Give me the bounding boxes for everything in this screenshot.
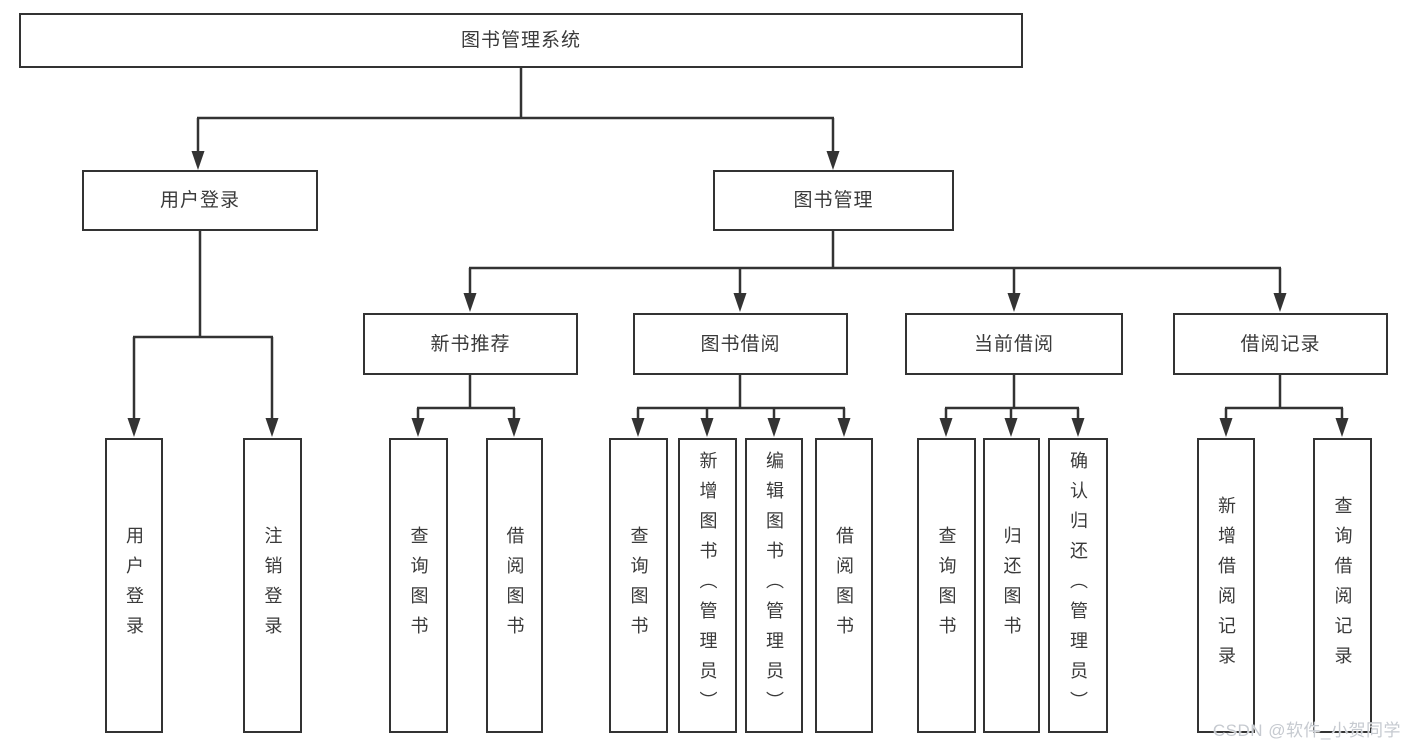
- leaf-br-query-record-label: 查询借阅记录: [1332, 495, 1353, 676]
- leaf-nb-query-books: 查询图书: [389, 438, 448, 733]
- node-user-login: 用户登录: [82, 170, 318, 231]
- leaf-cb-confirm-return-admin: 确认归还（管理员）: [1048, 438, 1108, 733]
- node-book-management-label: 图书管理: [793, 190, 874, 211]
- leaf-logout: 注销登录: [243, 438, 302, 733]
- node-book-management: 图书管理: [713, 170, 954, 231]
- node-borrowing-records-label: 借阅记录: [1240, 333, 1321, 355]
- node-root-label: 图书管理系统: [460, 30, 581, 51]
- leaf-bb-query-books-label: 查询图书: [628, 525, 649, 646]
- node-user-login-label: 用户登录: [159, 190, 240, 211]
- leaf-br-add-record: 新增借阅记录: [1197, 438, 1255, 733]
- node-current-borrowing-label: 当前借阅: [973, 333, 1054, 355]
- node-borrowing-records: 借阅记录: [1173, 313, 1388, 375]
- leaf-user-login: 用户登录: [105, 438, 163, 733]
- leaf-bb-borrow-books-label: 借阅图书: [834, 525, 854, 646]
- leaf-nb-borrow-books: 借阅图书: [486, 438, 543, 733]
- leaf-cb-query-books: 查询图书: [917, 438, 976, 733]
- leaf-br-query-record: 查询借阅记录: [1313, 438, 1372, 733]
- leaf-cb-confirm-return-admin-label: 确认归还（管理员）: [1068, 450, 1088, 721]
- node-root-system: 图书管理系统: [19, 13, 1023, 68]
- leaf-cb-return-books-label: 归还图书: [1001, 525, 1022, 646]
- leaf-nb-borrow-books-label: 借阅图书: [504, 525, 525, 646]
- leaf-cb-return-books: 归还图书: [983, 438, 1040, 733]
- csdn-watermark: CSDN @软件_小贺同学: [1212, 721, 1401, 740]
- leaf-bb-add-books-admin-label: 新增图书（管理员）: [697, 450, 718, 721]
- node-new-book-recommend-label: 新书推荐: [430, 333, 511, 355]
- leaf-user-login-label: 用户登录: [124, 525, 144, 646]
- leaf-bb-borrow-books: 借阅图书: [815, 438, 873, 733]
- node-book-borrowing: 图书借阅: [633, 313, 848, 375]
- leaf-cb-query-books-label: 查询图书: [936, 525, 957, 646]
- leaf-bb-edit-books-admin: 编辑图书（管理员）: [745, 438, 803, 733]
- node-current-borrowing: 当前借阅: [905, 313, 1123, 375]
- node-book-borrowing-label: 图书借阅: [700, 333, 781, 355]
- leaf-bb-add-books-admin: 新增图书（管理员）: [678, 438, 737, 733]
- leaf-bb-edit-books-admin-label: 编辑图书（管理员）: [764, 450, 784, 721]
- leaf-bb-query-books: 查询图书: [609, 438, 668, 733]
- leaf-br-add-record-label: 新增借阅记录: [1216, 495, 1236, 676]
- leaf-nb-query-books-label: 查询图书: [408, 525, 429, 646]
- node-new-book-recommend: 新书推荐: [363, 313, 578, 375]
- leaf-logout-label: 注销登录: [262, 525, 283, 646]
